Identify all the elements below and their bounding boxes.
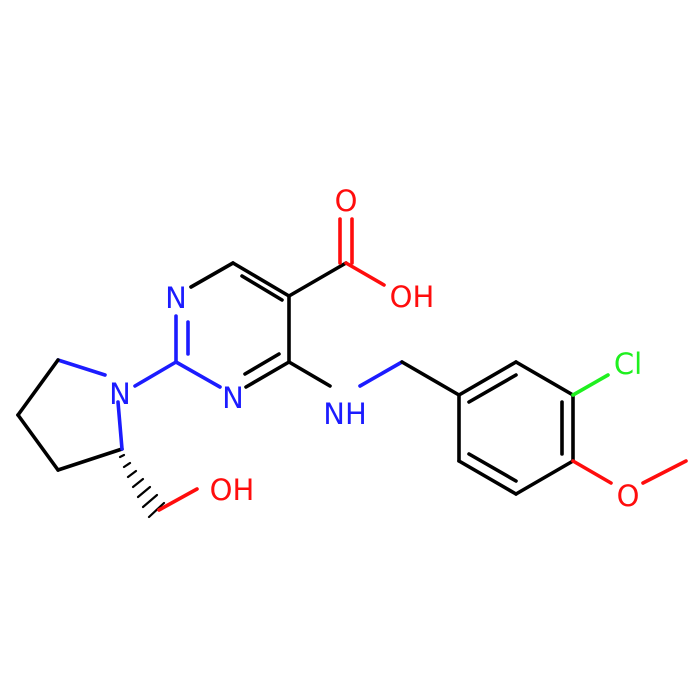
substituents — [571, 373, 688, 485]
bond-c4-n3 — [244, 360, 291, 389]
bond-ca-cb — [16, 358, 60, 417]
atom-n-pyrrolidine: N — [109, 377, 131, 411]
atom-n-pyrimidine-bottom: N — [222, 381, 244, 415]
bond-cc-cd — [56, 447, 124, 472]
benzylamine-linker — [287, 360, 461, 397]
pyrimidine-ring — [174, 261, 291, 389]
bond-ch2-ar — [400, 360, 461, 397]
carboxylic-acid-group — [287, 217, 386, 298]
bond-nh-ch2 — [358, 360, 404, 388]
bond-c6-c5 — [231, 261, 291, 298]
atom-oh-acid: OH — [390, 280, 435, 314]
stereo-hash-bond — [118, 453, 166, 519]
benzene-ring — [457, 360, 575, 496]
bond-n1-c6 — [189, 261, 235, 289]
bond-ar2-ar3 — [514, 360, 575, 397]
atom-o-methoxy: O — [617, 479, 640, 513]
bond-ar-cl — [571, 373, 610, 397]
bond-c4-nh — [287, 360, 332, 388]
bond-ar-ome — [571, 459, 613, 485]
atom-n-pyrimidine-top: N — [165, 281, 187, 315]
atom-nh-amine: NH — [323, 397, 367, 431]
bond-n3-c2 — [174, 360, 222, 389]
bond-ar5-ar6-double — [467, 452, 518, 483]
bond-ch2-oh — [157, 487, 199, 512]
pyrrolidine-ring — [16, 358, 178, 472]
bond-npyr-ca — [56, 358, 107, 377]
bond-ar5-ar6 — [457, 459, 518, 496]
bond-c6-c5-double — [240, 274, 284, 302]
bond-c-oh — [344, 261, 386, 287]
hydroxymethyl-group — [118, 453, 199, 519]
bond-cb-cc — [16, 413, 60, 472]
bond-ar4-ar5 — [514, 459, 575, 496]
bond-ar1-ar2 — [457, 360, 518, 397]
bond-ar1-ar2-double — [467, 373, 518, 404]
bond-c2-npyr — [133, 360, 178, 388]
atom-cl: Cl — [614, 347, 642, 381]
bond-o-ch3 — [641, 459, 688, 485]
bond-cd-npyr — [116, 400, 124, 451]
bond-c4-n3-double — [243, 352, 281, 376]
atom-oh-hydroxymethyl: OH — [210, 473, 255, 507]
atom-o-carbonyl: O — [335, 184, 358, 218]
bond-c5-cooh — [287, 261, 348, 298]
